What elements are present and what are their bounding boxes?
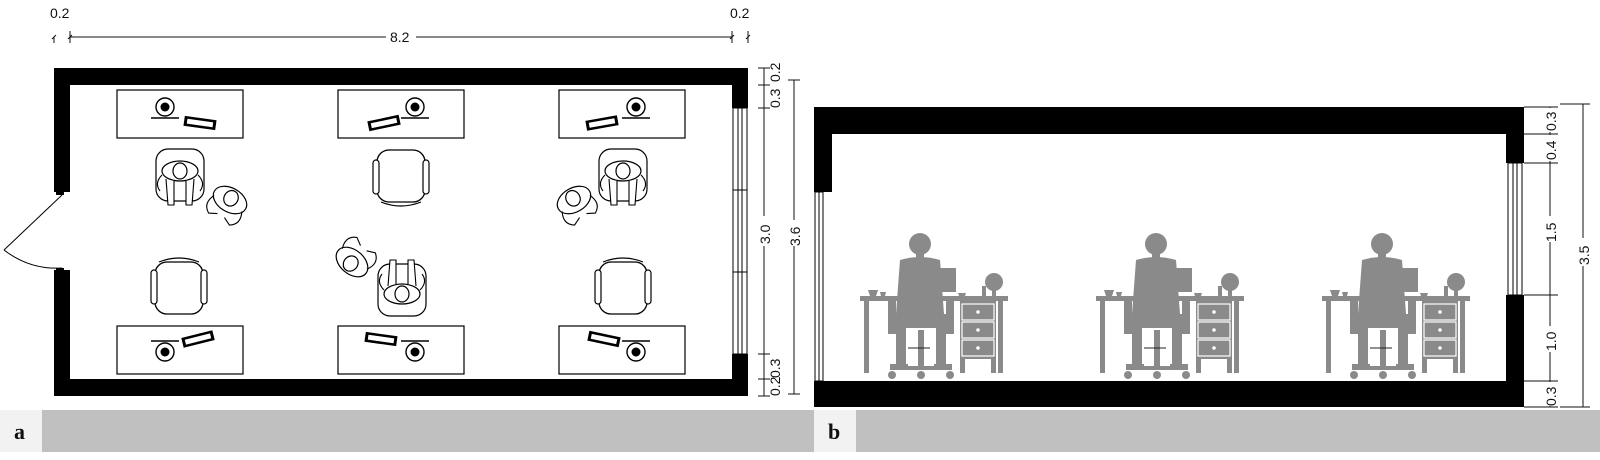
section-walls	[814, 107, 1524, 407]
workstation-silhouette	[858, 231, 1010, 381]
desk-icon	[337, 325, 465, 375]
floor-plan-walls	[54, 68, 748, 396]
desk-icon	[558, 89, 686, 139]
panel-a-floor-plan: 0.2 8.2 0.2	[0, 5, 814, 452]
desk-icon	[558, 325, 686, 375]
dim-room-length: 8.2	[390, 29, 410, 45]
person-icon	[155, 148, 205, 206]
dim-wall-bottom: 0.2	[767, 376, 783, 396]
panel-b-label: b	[828, 419, 840, 444]
panel-b-label-box	[814, 410, 856, 452]
dim-room-depth: 3.6	[787, 226, 803, 246]
door-icon	[3, 191, 64, 272]
window-icon	[732, 107, 748, 355]
person-icon	[377, 259, 427, 317]
dim-wall-left: 0.2	[50, 5, 70, 21]
person-icon	[329, 232, 381, 284]
workstation-silhouette	[1320, 231, 1472, 381]
workstation-silhouette	[1094, 231, 1246, 381]
dim-window-top-offset: 0.3	[767, 88, 783, 108]
dim-wall-right: 0.2	[730, 5, 750, 21]
desk-icon	[116, 325, 244, 375]
person-icon	[202, 179, 253, 229]
panel-b-section-view: 0.3 0.4 1.5 1.0 0.3 3.5 b	[814, 103, 1600, 452]
chair-icon	[372, 149, 430, 207]
panel-b-label-bar	[856, 410, 1600, 452]
dim-wall-top: 0.2	[767, 62, 783, 82]
desk-icon	[116, 89, 244, 139]
panel-a-label: a	[14, 419, 25, 444]
dim-total-height: 3.5	[1576, 245, 1592, 265]
dim-window-width: 3.0	[757, 224, 773, 244]
dim-upper: 0.4	[1543, 140, 1559, 160]
dim-sill: 1.0	[1543, 331, 1559, 351]
chair-icon	[150, 257, 208, 315]
desk-icon	[337, 89, 465, 139]
dim-window-bottom-offset: 0.3	[767, 358, 783, 378]
chair-icon	[594, 257, 652, 315]
panel-a-label-bar	[42, 410, 814, 452]
door-icon	[814, 191, 824, 382]
panel-a-label-box	[0, 410, 42, 452]
dim-bottom: 0.3	[1543, 386, 1559, 406]
window-icon	[1507, 162, 1523, 296]
dim-top: 0.3	[1543, 111, 1559, 131]
person-icon	[598, 148, 648, 206]
dim-window: 1.5	[1543, 222, 1559, 242]
person-icon	[551, 179, 602, 229]
